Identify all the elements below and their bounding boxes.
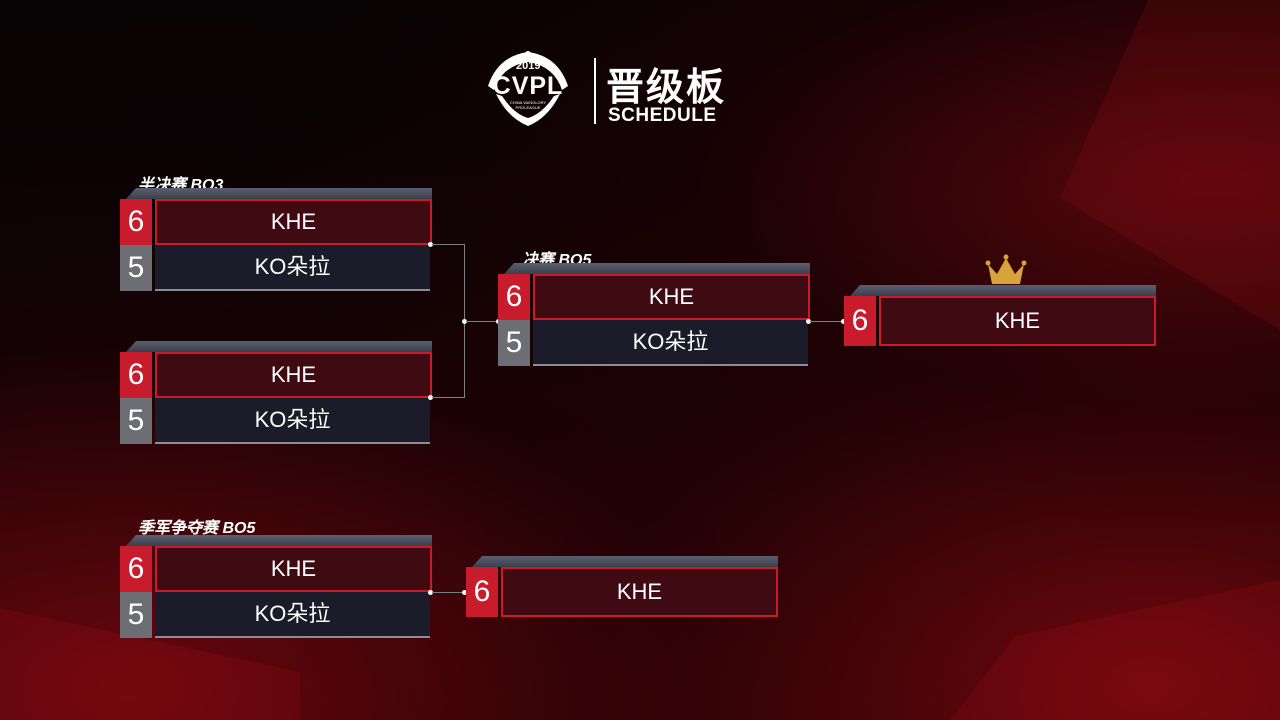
card-header-bar	[504, 263, 810, 274]
team-score: 5	[120, 245, 152, 291]
card-header-bar	[126, 535, 432, 546]
card-header-bar	[126, 188, 432, 199]
background-shard	[1060, 0, 1280, 330]
team-name: KO朵拉	[533, 320, 808, 366]
page-title: 晋级板	[606, 67, 727, 109]
team-name: KHE	[155, 352, 432, 398]
card-header-bar	[850, 285, 1156, 296]
team-score: 6	[498, 274, 530, 320]
connector-dot	[428, 395, 433, 400]
third-place-match[interactable]: 6 KHE 5 KO朵拉	[120, 535, 432, 638]
connector-dot	[462, 319, 467, 324]
connector-dot	[428, 242, 433, 247]
team-score: 6	[120, 546, 152, 592]
team-name: KHE	[155, 546, 432, 592]
connector-line	[810, 321, 844, 322]
team-score: 6	[120, 199, 152, 245]
champion-score: 6	[844, 296, 876, 346]
connector-line	[432, 592, 464, 593]
team-name: KHE	[155, 199, 432, 245]
logo-emblem-icon	[488, 51, 568, 126]
team-name: KHE	[533, 274, 810, 320]
connector-dot	[806, 319, 811, 324]
third-place-winner-card[interactable]: 6 KHE	[466, 556, 778, 617]
logo-year: 2019	[516, 60, 541, 72]
semifinal-match-2[interactable]: 6 KHE 5 KO朵拉	[120, 341, 432, 444]
header-divider	[594, 58, 596, 124]
team-name: KO朵拉	[155, 592, 430, 638]
team-row-loser: 5 KO朵拉	[120, 398, 432, 444]
team-row-winner: 6 KHE	[120, 199, 432, 245]
team-name: KO朵拉	[155, 245, 430, 291]
logo-text: CVPL	[492, 72, 564, 100]
connector-dot	[462, 590, 467, 595]
third-place-label: 季军争夺赛 BO5	[138, 520, 256, 537]
connector-line	[466, 321, 498, 322]
logo-subtitle: CHINA VAINGLORY PROLEAGUE	[509, 100, 547, 110]
connector-line	[432, 244, 464, 245]
crown-icon	[985, 254, 1027, 288]
team-row-loser: 5 KO朵拉	[120, 245, 432, 291]
team-row-loser: 5 KO朵拉	[120, 592, 432, 638]
card-header-bar	[126, 341, 432, 352]
third-place-winner-team: KHE	[501, 567, 778, 617]
background-shard	[950, 580, 1280, 720]
team-name: KO朵拉	[155, 398, 430, 444]
team-row-winner: 6 KHE	[498, 274, 810, 320]
team-row-winner: 6 KHE	[120, 546, 432, 592]
connector-dot	[841, 319, 846, 324]
connector-line	[432, 397, 464, 398]
third-place-winner-score: 6	[466, 567, 498, 617]
card-header-bar	[472, 556, 778, 567]
page-subtitle: SCHEDULE	[608, 105, 717, 126]
semifinal-match-1[interactable]: 6 KHE 5 KO朵拉	[120, 188, 432, 291]
champion-team: KHE	[879, 296, 1156, 346]
team-score: 6	[120, 352, 152, 398]
team-row-loser: 5 KO朵拉	[498, 320, 810, 366]
team-score: 5	[120, 592, 152, 638]
connector-dot	[428, 590, 433, 595]
team-score: 5	[498, 320, 530, 366]
team-score: 5	[120, 398, 152, 444]
final-match[interactable]: 6 KHE 5 KO朵拉	[498, 263, 810, 366]
cvpl-logo: 2019 CVPL CHINA VAINGLORY PROLEAGUE	[478, 46, 578, 130]
champion-card[interactable]: 6 KHE	[844, 285, 1156, 346]
team-row-winner: 6 KHE	[120, 352, 432, 398]
